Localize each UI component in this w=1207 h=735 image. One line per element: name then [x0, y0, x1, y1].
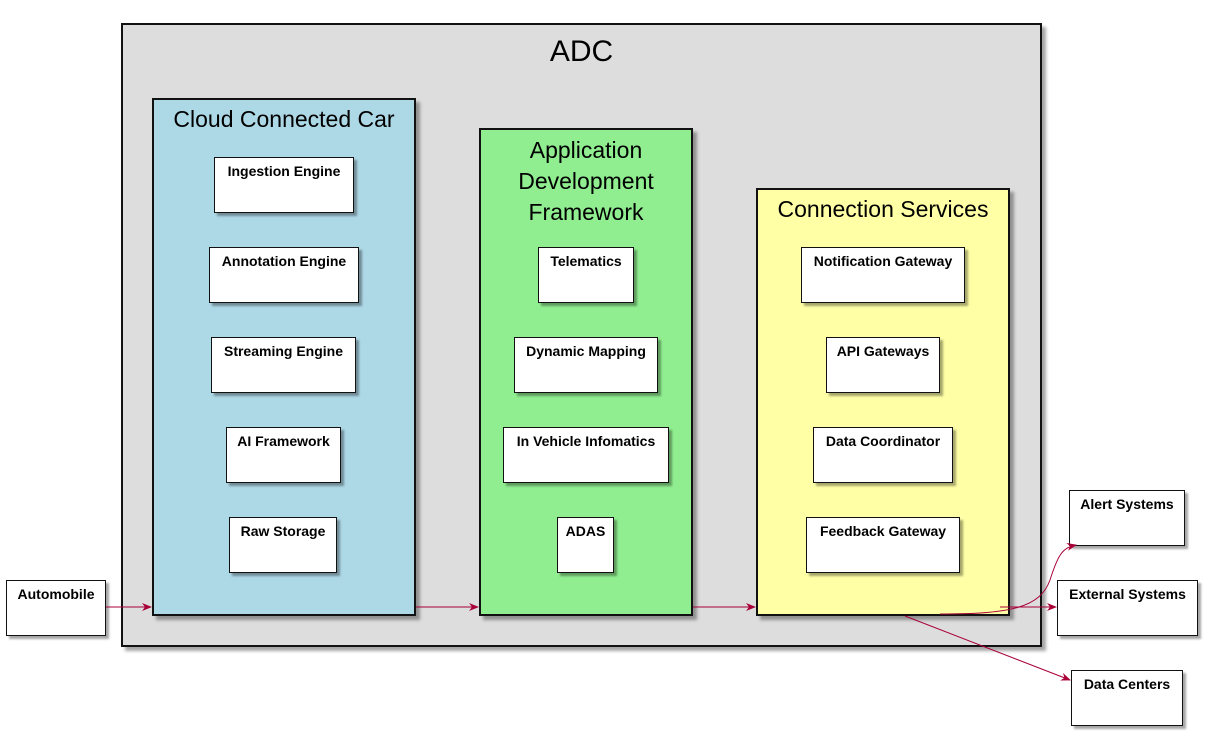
- adf-title-line-3: Framework: [528, 199, 644, 225]
- api-gateways-node: API Gateways: [826, 337, 940, 393]
- ingestion-engine-node: Ingestion Engine: [214, 157, 354, 213]
- raw-storage-node: Raw Storage: [229, 517, 337, 573]
- external-systems-node: External Systems: [1057, 580, 1198, 636]
- data-centers-node: Data Centers: [1071, 670, 1183, 726]
- notification-gateway-node: Notification Gateway: [801, 247, 965, 303]
- adas-node: ADAS: [557, 517, 614, 573]
- automobile-node: Automobile: [6, 580, 106, 636]
- data-coordinator-node: Data Coordinator: [813, 427, 953, 483]
- adf-title-line-2: Development: [518, 168, 654, 194]
- cloud-connected-car-title: Cloud Connected Car: [173, 106, 395, 132]
- in-vehicle-infomatics-node: In Vehicle Infomatics: [503, 427, 669, 483]
- dynamic-mapping-node: Dynamic Mapping: [514, 337, 658, 393]
- connection-services-title: Connection Services: [777, 196, 989, 222]
- adf-title-line-1: Application: [529, 137, 643, 163]
- ai-framework-node: AI Framework: [226, 427, 341, 483]
- adc-title: ADC: [549, 35, 614, 68]
- telematics-node: Telematics: [538, 247, 634, 303]
- feedback-gateway-node: Feedback Gateway: [806, 517, 960, 573]
- annotation-engine-node: Annotation Engine: [209, 247, 359, 303]
- application-development-framework-title: Application Development Framework: [481, 135, 691, 228]
- alert-systems-node: Alert Systems: [1069, 490, 1185, 546]
- streaming-engine-node: Streaming Engine: [211, 337, 356, 393]
